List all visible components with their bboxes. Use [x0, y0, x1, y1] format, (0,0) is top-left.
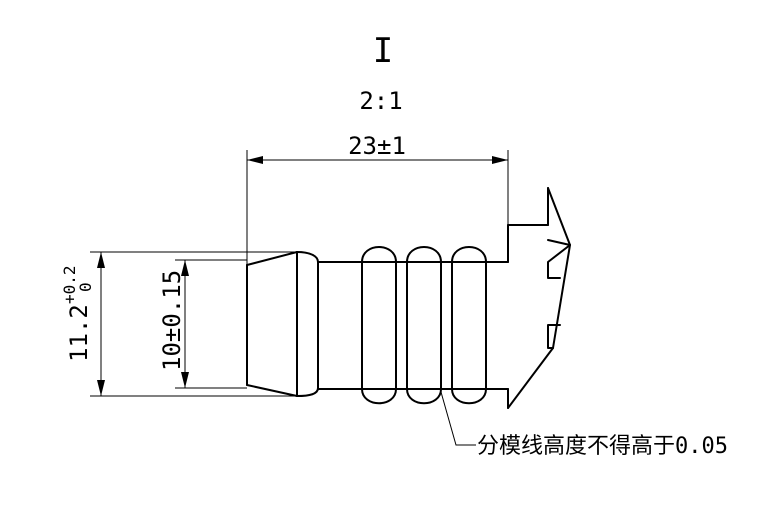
- outer-diameter-lower-tolerance: 0: [76, 282, 95, 292]
- length-dimension: 23±1: [246, 132, 509, 265]
- scale-label: 2:1: [359, 87, 402, 115]
- arrowhead-inner-bottom: [181, 372, 189, 388]
- outer-diameter-text: 11.2: [65, 304, 93, 362]
- view-label: I: [373, 31, 393, 71]
- flange-slot: [547, 324, 561, 349]
- rib-2: [406, 246, 442, 405]
- arrowhead-right: [492, 156, 508, 164]
- flange-outer-slope: [552, 244, 571, 349]
- arrowhead-inner-top: [181, 260, 189, 276]
- arrowhead-left: [247, 156, 263, 164]
- shoulder-outline: [296, 251, 319, 397]
- rib-3: [451, 246, 487, 405]
- outer-diameter-dimension: 11.2 +0.2 0: [60, 251, 298, 397]
- rib-1: [361, 246, 397, 405]
- outer-diameter-upper-tolerance: +0.2: [60, 265, 79, 304]
- tip-taper-bottom: [246, 384, 298, 397]
- arrowhead-outer-top: [97, 252, 105, 268]
- parting-line-note-text: 分模线高度不得高于0.05: [477, 434, 728, 459]
- flange-chamfer-upper: [547, 187, 571, 246]
- arrowhead-outer-bottom: [97, 380, 105, 396]
- inner-diameter-dimension: 10±0.15: [158, 259, 247, 389]
- part-outline: [246, 187, 571, 409]
- inner-diameter-text: 10±0.15: [158, 270, 186, 371]
- tip-taper-top: [246, 251, 298, 266]
- note-leader-line: [440, 391, 476, 446]
- flange-lower-slope: [507, 347, 554, 409]
- length-dimension-text: 23±1: [348, 132, 406, 160]
- flange-notch: [547, 239, 571, 279]
- parting-line-note: 分模线高度不得高于0.05: [440, 391, 728, 459]
